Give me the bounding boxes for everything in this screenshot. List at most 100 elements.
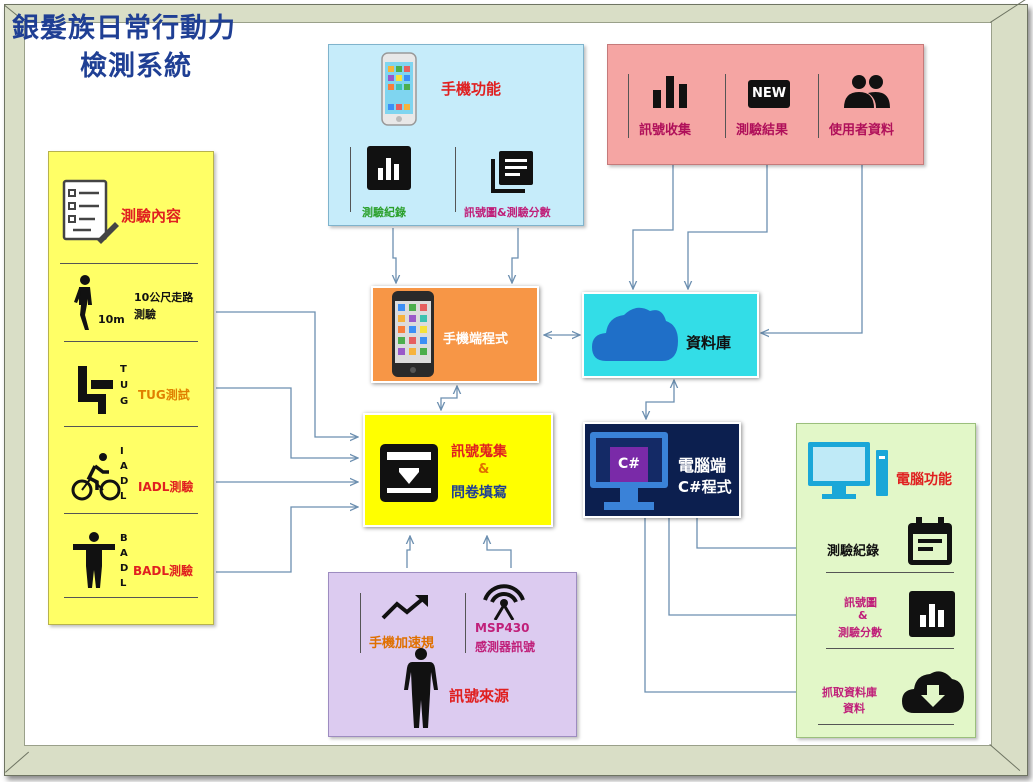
- connector-badl-to-collect: [216, 507, 358, 573]
- divider: [350, 147, 351, 212]
- server-signal-collect-label: 訊號收集: [639, 123, 692, 138]
- connector-pc-to-record: [696, 518, 796, 549]
- new-badge-icon: NEW: [748, 80, 790, 108]
- collect-label-line-1: 訊號蒐集: [451, 444, 507, 460]
- connector-walk-to-collect: [216, 311, 358, 437]
- divider: [64, 341, 198, 342]
- walk-label-line-1: 10公尺走路: [134, 291, 194, 304]
- divider: [64, 513, 198, 514]
- badl-letters: B A D L: [120, 531, 128, 591]
- pc-fetch-label-line-1: 抓取資料庫: [822, 686, 877, 699]
- tug-letter: U: [120, 380, 129, 391]
- cloud-download-icon: [902, 671, 964, 713]
- divider: [818, 74, 819, 138]
- iadl-letters: I A D L: [120, 444, 128, 504]
- msp-label-line-1: MSP430: [475, 621, 530, 635]
- pc-app-label-line-1: 電腦端: [678, 456, 727, 475]
- divider: [64, 597, 198, 598]
- database-label: 資料庫: [686, 334, 732, 352]
- connector-test-results-to-db: [688, 164, 768, 289]
- title-line-1: 銀髮族日常行動力: [12, 13, 236, 44]
- badl-letter: L: [120, 578, 127, 589]
- users-icon: [844, 75, 890, 108]
- smartphone-icon: [381, 52, 417, 126]
- connector-tug-to-collect: [216, 387, 358, 458]
- chair-icon: [78, 366, 113, 414]
- archive-download-icon: [380, 444, 438, 502]
- smartphone-icon: [392, 291, 434, 377]
- iadl-label: IADL測驗: [138, 480, 194, 494]
- divider: [360, 593, 361, 653]
- pc-features-title: 電腦功能: [896, 472, 952, 488]
- human-figure-icon: [404, 648, 438, 728]
- pc-fetch-label-line-2: 資料: [843, 702, 865, 715]
- pc-signal-label-line-2: 測驗分數: [838, 626, 882, 639]
- tug-letter: G: [120, 396, 129, 407]
- walking-person-icon: [74, 275, 92, 330]
- signal-source-title: 訊號來源: [449, 687, 510, 705]
- phone-app-label: 手機端程式: [443, 332, 509, 347]
- pc-signal-amp: &: [858, 609, 868, 622]
- connector-msp-to-collect: [487, 536, 512, 568]
- iadl-letter: D: [120, 476, 129, 487]
- connector-signal-collect-to-db: [633, 164, 674, 289]
- wireless-signal-icon: [483, 584, 525, 620]
- checklist-icon: [62, 179, 119, 244]
- tug-letter: T: [120, 364, 127, 375]
- divider: [826, 648, 954, 649]
- iadl-letter: I: [120, 446, 124, 457]
- connector-app-to-collect: [441, 386, 457, 410]
- pc-signal-label-line-1: 訊號圖: [844, 596, 877, 609]
- pc-app-label-line-2: C#程式: [678, 478, 732, 496]
- cyclist-icon: [71, 453, 121, 501]
- document-stack-icon: [491, 151, 533, 193]
- monitor-icon: [808, 442, 888, 499]
- connector-accel-to-collect: [407, 536, 410, 568]
- connector-phone-record-to-app: [393, 228, 396, 283]
- badl-letter: D: [120, 563, 129, 574]
- connector-pc-to-signal: [668, 518, 796, 616]
- divider: [818, 724, 954, 725]
- cloud-icon: [592, 307, 678, 361]
- walk-tag: 10m: [98, 313, 125, 326]
- server-test-results-label: 測驗結果: [736, 123, 789, 138]
- test-content-title: 測驗內容: [121, 207, 182, 225]
- csharp-logo-icon: C#: [610, 447, 648, 482]
- phone-signal-score-label: 訊號圖&測驗分數: [464, 206, 551, 219]
- connector-phone-signal-to-app: [512, 228, 519, 283]
- phone-features-title: 手機功能: [441, 80, 502, 98]
- bar-chart-icon: [653, 76, 687, 108]
- walk-label-line-2: 測驗: [134, 308, 156, 321]
- phone-features-panel: [328, 44, 584, 226]
- tug-letters: T U G: [120, 362, 128, 410]
- divider: [455, 147, 456, 212]
- collect-amp: &: [478, 462, 490, 477]
- tug-label: TUG測試: [138, 388, 190, 402]
- divider: [725, 74, 726, 138]
- phone-record-label: 測驗紀錄: [362, 206, 406, 219]
- accel-label: 手機加速規: [369, 636, 435, 651]
- divider: [826, 572, 954, 573]
- collect-label-line-2: 問卷填寫: [451, 485, 507, 501]
- badl-label: BADL測驗: [133, 564, 194, 578]
- signal-source-panel: [328, 572, 577, 737]
- title-line-2: 檢測系統: [80, 51, 192, 82]
- divider: [64, 426, 198, 427]
- divider: [628, 74, 629, 138]
- badl-letter: A: [120, 548, 128, 559]
- connector-db-to-pc: [646, 380, 674, 419]
- pc-record-label: 測驗紀錄: [827, 544, 880, 559]
- calendar-icon: [908, 517, 952, 565]
- iadl-letter: A: [120, 461, 128, 472]
- connector-user-data-to-db: [761, 164, 863, 333]
- signal-collect-box: [363, 413, 553, 527]
- divider: [60, 263, 198, 264]
- standing-person-icon: [73, 532, 115, 588]
- divider: [465, 593, 466, 653]
- bar-chart-icon: [909, 591, 955, 637]
- iadl-letter: L: [120, 491, 127, 502]
- connector-pc-to-fetch: [644, 518, 796, 693]
- server-user-data-label: 使用者資料: [829, 123, 895, 138]
